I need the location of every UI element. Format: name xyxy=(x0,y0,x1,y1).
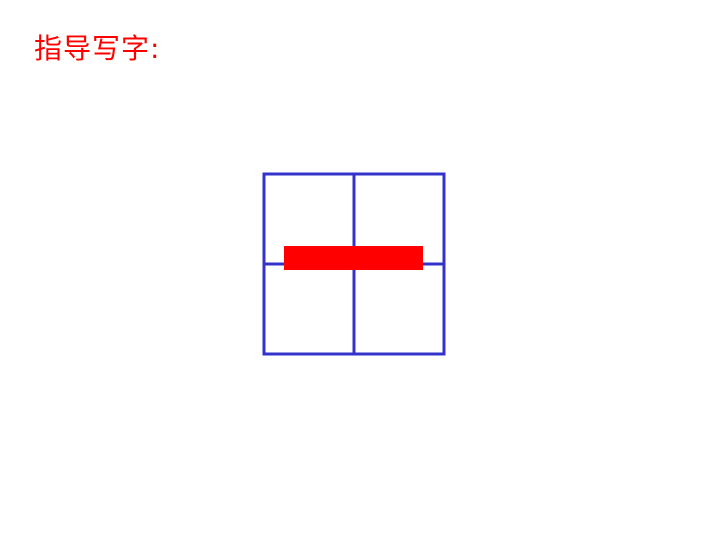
tian-zi-ge-grid xyxy=(262,172,446,356)
character-stroke-heng xyxy=(284,246,423,270)
slide-title: 指导写字: xyxy=(34,32,161,65)
grid-svg xyxy=(262,172,446,356)
